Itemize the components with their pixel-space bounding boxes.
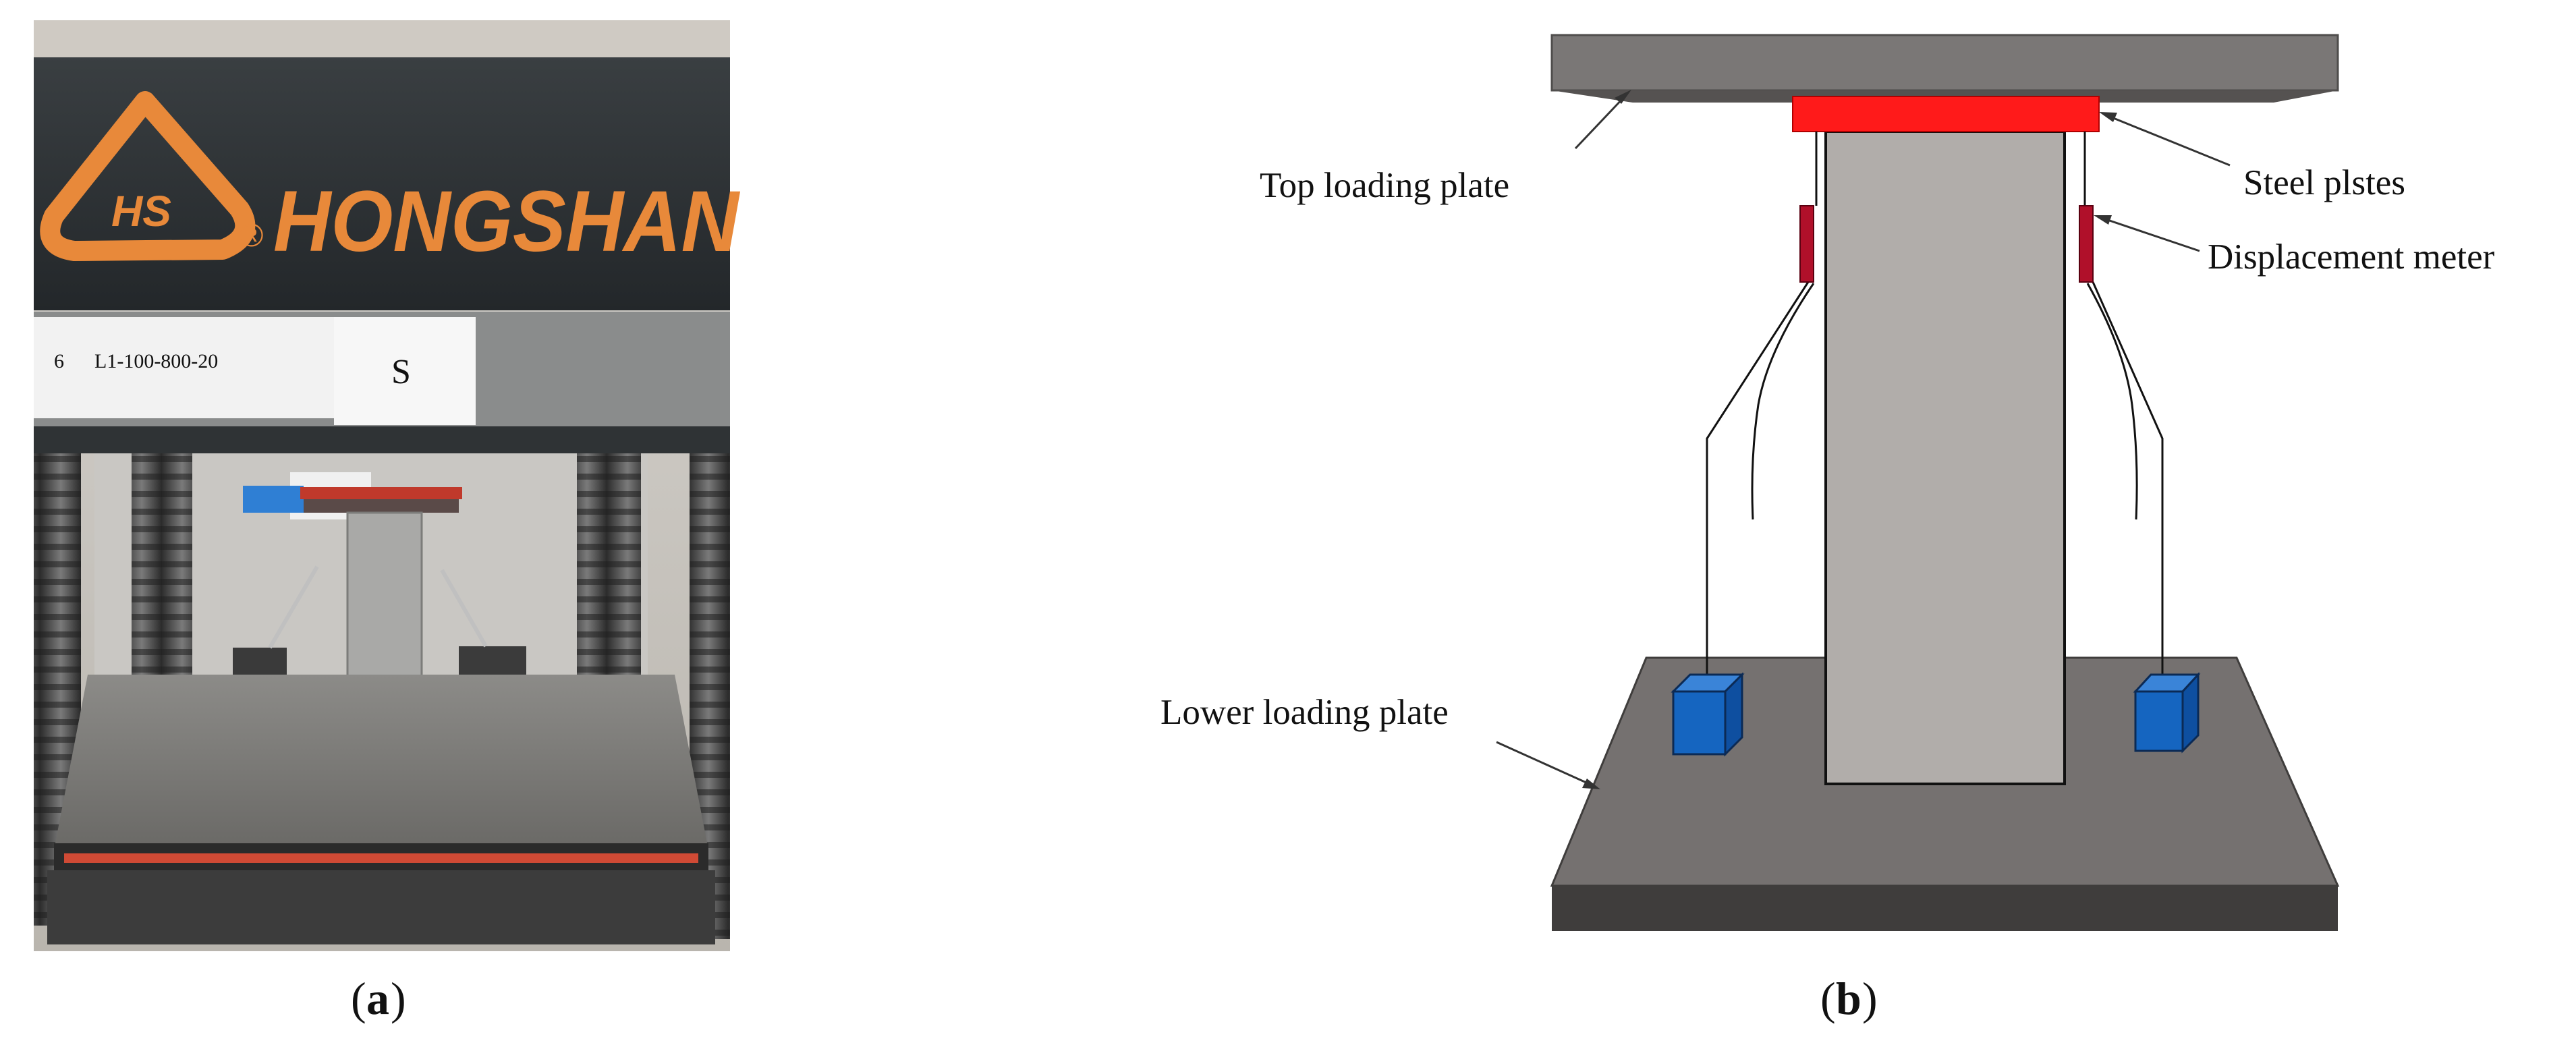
leader-top-plate <box>1574 90 1631 150</box>
leader-steel-plates <box>2099 112 2231 167</box>
leader-displacement-meter <box>2094 215 2200 252</box>
specimen-number: 6 <box>54 350 64 372</box>
leader-lower-plate <box>1496 741 1600 789</box>
steel-plate <box>1792 96 2100 132</box>
left-wire <box>1751 283 1815 520</box>
panel-b: Top loading plate Steel plstes Displacem… <box>1160 34 2495 1024</box>
caption-b-open: ( <box>1820 973 1836 1024</box>
displacement-meter-right <box>2079 205 2094 283</box>
caption-a-close: ) <box>391 973 406 1024</box>
test-machine-photo: HS ® HONGSHAN 6 L1-100-800-20 S <box>34 20 740 951</box>
label-lower-loading-plate: Lower loading plate <box>1160 693 1449 732</box>
caption-b-close: ) <box>1862 973 1878 1024</box>
label-top-loading-plate: Top loading plate <box>1260 166 1509 205</box>
displacement-meter-left <box>1799 205 1814 283</box>
sensor-block-right <box>2133 672 2201 754</box>
panel-a: HS ® HONGSHAN 6 L1-100-800-20 S <box>34 20 740 1024</box>
top-loading-plate <box>1550 34 2339 92</box>
logo-letters: HS <box>111 187 171 235</box>
right-cable-to-block <box>2092 281 2164 675</box>
specimen-sign: S <box>391 353 411 391</box>
brand-name: HONGSHAN <box>273 173 740 270</box>
caption-a-open: ( <box>351 973 366 1024</box>
right-wire <box>2086 283 2138 520</box>
hongshan-logo-icon: HS <box>40 91 256 261</box>
label-steel-plates: Steel plstes <box>2243 163 2405 202</box>
specimen-code: L1-100-800-20 <box>94 350 218 372</box>
registered-mark: ® <box>240 218 263 254</box>
lower-loading-plate-edge <box>1552 886 2338 931</box>
sensor-block-left <box>1671 672 1745 757</box>
caption-b-letter: b <box>1836 973 1861 1024</box>
label-displacement-meter: Displacement meter <box>2208 237 2495 277</box>
concrete-column <box>1824 130 2066 785</box>
left-cable-to-block <box>1706 281 1810 675</box>
caption-a-letter: a <box>366 973 389 1024</box>
